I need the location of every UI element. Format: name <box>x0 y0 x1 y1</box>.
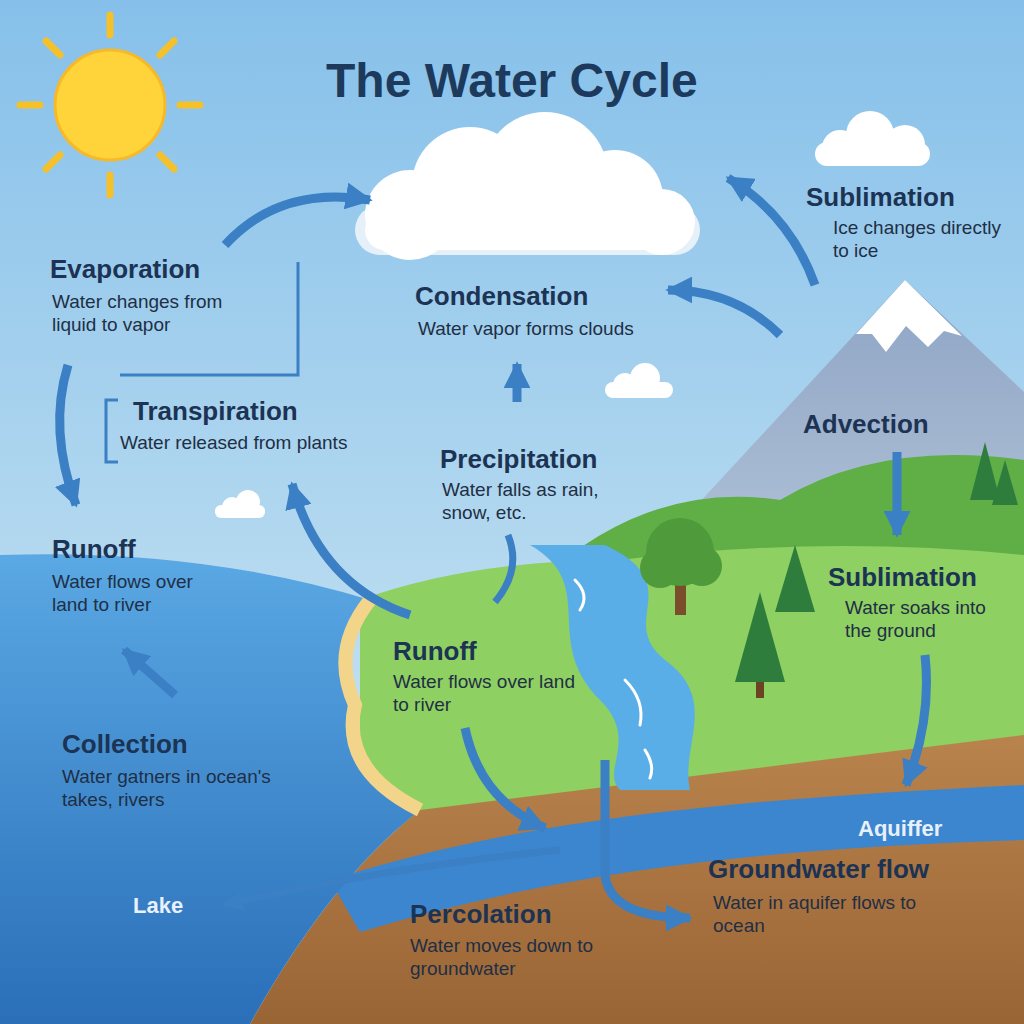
stage-description: Water moves down to groundwater <box>410 935 610 981</box>
label-holder: Water gatners in ocean's takes, rivers <box>62 766 282 812</box>
big-cloud <box>355 112 700 260</box>
label-holder: Transpiration <box>133 396 298 427</box>
stage-description: Water flows over land to river <box>393 671 578 717</box>
stage-description: Water in aquifer flows to ocean <box>713 892 953 938</box>
label-holder: Sublimation <box>828 562 977 593</box>
runoff-arrow <box>465 728 545 828</box>
label-holder: Ice changes directly to ice <box>833 217 1003 263</box>
snow-cap <box>856 280 962 352</box>
cycle-arrows <box>60 178 927 918</box>
stage-description: Water gatners in ocean's takes, rivers <box>62 766 282 812</box>
label-holder: Advection <box>803 409 929 440</box>
tree-crown <box>682 546 722 586</box>
conifer <box>970 442 1000 500</box>
stage-description: Water released from plants <box>120 432 390 455</box>
evaporation-arrow <box>225 197 370 245</box>
small-cloud <box>215 490 265 518</box>
advection-down-arrow <box>893 452 902 535</box>
label-holder: Water falls as rain, snow, etc. <box>442 479 642 525</box>
tree-crown <box>640 548 680 588</box>
label-holder: Percolation <box>410 899 552 930</box>
conifer <box>775 545 815 612</box>
stage-heading: Sublimation <box>806 182 955 213</box>
stage-heading: Transpiration <box>133 396 298 427</box>
infiltration-arrow <box>906 655 926 785</box>
small-cloud <box>815 111 930 166</box>
label-holder: Water changes from liquid to vapor <box>52 291 262 337</box>
aquifer-band <box>330 785 1024 932</box>
label-holder: Sublimation <box>806 182 955 213</box>
river-waves <box>575 580 652 778</box>
flow-arrow <box>60 365 76 505</box>
stage-heading: Runoff <box>52 534 136 565</box>
stage-heading: Advection <box>803 409 929 440</box>
label-holder: Runoff <box>52 534 136 565</box>
groundwater-arrow <box>224 850 560 905</box>
stage-description: Water soaks into the ground <box>845 597 1015 643</box>
transpiration-arrow <box>292 484 410 615</box>
stage-heading: Percolation <box>410 899 552 930</box>
stage-description: Water changes from liquid to vapor <box>52 291 262 337</box>
stage-heading: Sublimation <box>828 562 977 593</box>
label-holder: Runoff <box>393 636 477 667</box>
stage-heading: Groundwater flow <box>708 854 929 885</box>
label-holder: Lake <box>133 893 183 919</box>
ocean <box>0 554 420 1024</box>
percolation-arrow <box>605 760 690 918</box>
label-holder: Water flows over land to river <box>393 671 578 717</box>
label-holder: Water soaks into the ground <box>845 597 1015 643</box>
river <box>530 545 695 790</box>
label-holder: Water in aquifer flows to ocean <box>713 892 953 938</box>
stage-heading: Condensation <box>415 281 588 312</box>
label-holder: Condensation <box>415 281 588 312</box>
label-holder: Water moves down to groundwater <box>410 935 610 981</box>
label-holder: Water flows over land to river <box>52 571 232 617</box>
sun-rays <box>20 15 200 195</box>
bracket <box>106 400 118 462</box>
stage-heading: Precipitation <box>440 444 597 475</box>
stage-heading: Evaporation <box>50 254 200 285</box>
stage-description: Water falls as rain, snow, etc. <box>442 479 642 525</box>
title-text: The Water Cycle <box>326 52 698 110</box>
stage-heading: Collection <box>62 729 188 760</box>
condensation-arrow <box>513 364 522 402</box>
stage-description: Ice changes directly to ice <box>833 217 1003 263</box>
sun-disc <box>55 50 165 160</box>
label-holder: The Water Cycle <box>326 52 698 110</box>
place-label: Aquiffer <box>858 816 942 842</box>
advection-arrow <box>668 290 780 335</box>
precipitation-line <box>495 535 513 602</box>
label-holder: Precipitation <box>440 444 597 475</box>
stage-description: Water flows over land to river <box>52 571 232 617</box>
label-holder: Water vapor forms clouds <box>418 318 668 341</box>
label-holder: Water released from plants <box>120 432 390 455</box>
place-label: Lake <box>133 893 183 919</box>
small-cloud <box>605 363 673 398</box>
tree-trunk <box>756 680 764 698</box>
label-holder: Groundwater flow <box>708 854 929 885</box>
sun <box>20 15 200 195</box>
collection-arrow <box>124 650 175 695</box>
conifer <box>992 460 1018 505</box>
sublimation-arrow <box>728 178 815 285</box>
trees <box>640 442 1018 698</box>
stage-description: Water vapor forms clouds <box>418 318 668 341</box>
label-holder: Evaporation <box>50 254 200 285</box>
label-holder: Aquiffer <box>858 816 942 842</box>
stage-heading: Runoff <box>393 636 477 667</box>
label-holder: Collection <box>62 729 188 760</box>
